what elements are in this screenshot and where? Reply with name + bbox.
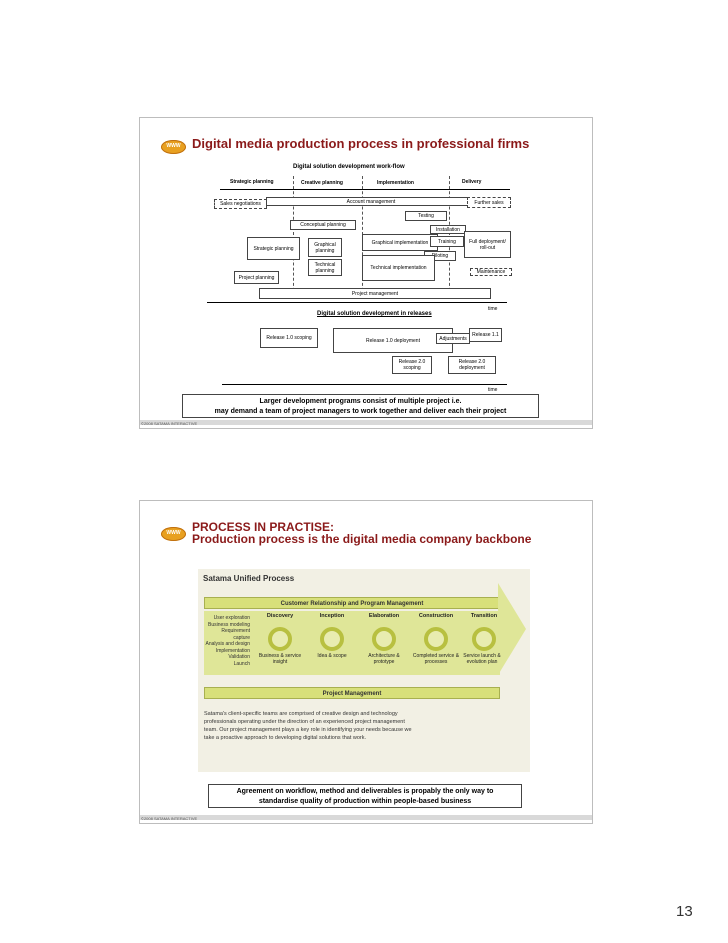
phase-output: Service launch & evolution plan: [463, 653, 501, 665]
satama-logo: WWW: [161, 140, 186, 154]
phase-discovery: Discovery: [266, 613, 294, 619]
phase-construction: Construction: [418, 613, 454, 619]
slide-2-title: PROCESS IN PRACTISE: Production process …: [192, 521, 531, 545]
time-label-1: time: [488, 306, 498, 312]
side-item: Validation: [228, 654, 250, 660]
phase-grid: User exploration Business modeling Requi…: [204, 611, 501, 675]
title-line-1: PROCESS IN PRACTISE:: [192, 520, 335, 534]
side-item: User exploration: [213, 615, 250, 621]
box-adjustments: Adjustments: [436, 333, 470, 344]
side-item: Launch: [233, 660, 250, 667]
project-management-band: Project Management: [204, 687, 500, 699]
footer-bar: [140, 420, 592, 425]
slide-1: WWW Digital media production process in …: [139, 117, 593, 429]
box-technical-planning: Technical planning: [308, 259, 342, 276]
phase-output: Idea & scope: [317, 653, 347, 659]
cycle-icon: [372, 627, 396, 651]
box-project-management: Project management: [259, 288, 491, 299]
footer-bar: [140, 815, 592, 820]
box-sales-negotiations: Sales negotiations: [214, 199, 267, 209]
box-release-10-deployment: Release 1.0 deployment: [333, 328, 453, 353]
box-full-deployment: Full deployment/ roll-out: [464, 231, 511, 258]
phase-inception: Inception: [319, 613, 345, 619]
side-item: Business modeling: [208, 621, 250, 628]
slide-1-note: Larger development programs consist of m…: [182, 394, 539, 418]
side-item: Requirement capture: [221, 628, 250, 641]
box-release-20-scoping: Release 2.0 scoping: [392, 356, 432, 374]
cycle-icon: [320, 627, 344, 651]
phase-strategic: Strategic planning: [230, 179, 274, 185]
slide-2-note: Agreement on workflow, method and delive…: [208, 784, 522, 808]
box-release-11: Release 1.1: [469, 328, 502, 342]
workflow-title: Digital solution development work-flow: [293, 164, 405, 170]
box-installation: Installation: [430, 225, 466, 234]
cycle-icon: [268, 627, 292, 651]
process-arrow: [498, 583, 526, 675]
box-account-management: Account management: [266, 197, 476, 206]
box-technical-implementation: Technical implementation: [362, 255, 435, 281]
box-strategic-planning: Strategic planning: [247, 237, 300, 260]
phase-creative: Creative planning: [301, 180, 343, 186]
phase-output: Architecture & prototype: [368, 653, 400, 665]
note-line-2: may demand a team of project managers to…: [214, 408, 507, 415]
divider-1: [293, 176, 294, 296]
box-training: Training: [430, 236, 464, 247]
side-item: Analysis and design: [205, 641, 250, 647]
slide-1-title: Digital media production process in prof…: [192, 136, 530, 151]
box-graphical-implementation: Graphical implementation: [362, 234, 438, 251]
footer-text: ©2008 SATAMA INTERACTIVE: [141, 421, 198, 426]
box-further-sales: Further sales: [467, 197, 511, 208]
side-list: User exploration Business modeling Requi…: [204, 615, 250, 667]
note-line-2: standardise quality of production within…: [258, 798, 472, 805]
phase-delivery: Delivery: [462, 179, 482, 185]
satama-logo: WWW: [161, 527, 186, 541]
note-line-1: Agreement on workflow, method and delive…: [236, 788, 494, 795]
phase-output: Completed service & processes: [412, 653, 460, 665]
page-number: 13: [676, 903, 693, 920]
box-release-20-deployment: Release 2.0 deployment: [448, 356, 496, 374]
footer-text: ©2008 SATAMA INTERACTIVE: [141, 816, 198, 821]
box-maintenance: Maintenance: [470, 268, 512, 276]
title-line-2: Production process is the digital media …: [192, 532, 532, 546]
time-label-2: time: [488, 387, 498, 393]
phase-elaboration: Elaboration: [368, 613, 400, 619]
phase-output: Business & service insight: [258, 653, 302, 665]
diagram-description: Satama's client-specific teams are compr…: [204, 711, 412, 741]
phase-transition: Transition: [470, 613, 498, 619]
box-conceptual-planning: Conceptual planning: [290, 220, 356, 230]
diagram-header: Satama Unified Process: [203, 574, 295, 583]
cycle-icon: [472, 627, 496, 651]
process-diagram: Satama Unified Process Customer Relation…: [198, 569, 530, 772]
phase-implementation: Implementation: [377, 180, 414, 186]
cycle-icon: [424, 627, 448, 651]
box-testing: Testing: [405, 211, 447, 221]
box-graphical-planning: Graphical planning: [308, 238, 342, 257]
box-project-planning: Project planning: [234, 271, 279, 284]
time-axis-1: [207, 302, 507, 303]
time-axis-2: [222, 384, 507, 385]
slide-2: WWW PROCESS IN PRACTISE: Production proc…: [139, 500, 593, 824]
box-release-10-scoping: Release 1.0 scoping: [260, 328, 318, 348]
crm-band: Customer Relationship and Program Manage…: [204, 597, 500, 609]
note-line-1: Larger development programs consist of m…: [259, 398, 462, 405]
side-item: Implementation: [215, 647, 250, 654]
phase-line: [220, 189, 510, 190]
releases-title: Digital solution development in releases: [317, 311, 432, 317]
